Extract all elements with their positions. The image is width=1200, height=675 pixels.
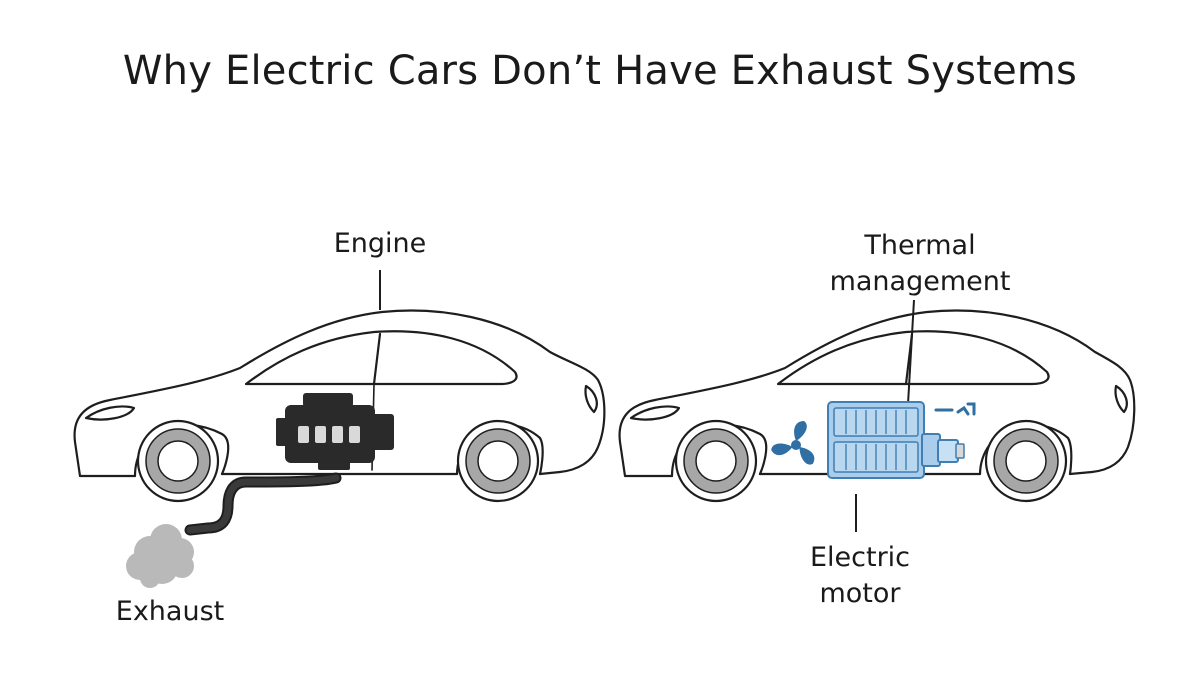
exhaust-label-text: Exhaust [115, 596, 225, 627]
exhaust-label: Exhaust [95, 594, 245, 630]
coolant-flow-icon [934, 402, 976, 416]
right-car-rear-wheel [984, 419, 1068, 503]
electric-motor-label: Electric motor [780, 540, 940, 612]
motor-label-line2: motor [819, 578, 901, 609]
left-car-taillight [584, 384, 598, 414]
engine-label-text: Engine [333, 228, 427, 259]
right-car-headlight [629, 405, 681, 421]
left-car-front-wheel [136, 419, 220, 503]
engine-icon [276, 393, 394, 470]
exhaust-pipe [184, 472, 342, 536]
thermal-label-line2: management [829, 266, 1011, 297]
left-car-headlight [84, 405, 136, 421]
right-car-taillight [1114, 384, 1128, 414]
motor-label-line1: Electric [809, 542, 911, 573]
page-title: Why Electric Cars Don’t Have Exhaust Sys… [122, 48, 1078, 94]
left-car-rear-wheel [456, 419, 540, 503]
right-car-front-wheel [674, 419, 758, 503]
right-car-window [776, 330, 1050, 386]
battery-motor-icon [827, 401, 965, 479]
thermal-leader-line [907, 299, 915, 405]
smoke-cloud-icon [126, 524, 194, 588]
left-car-window [244, 330, 518, 386]
engine-label: Engine [300, 226, 460, 262]
fan-icon [771, 421, 815, 465]
thermal-label-line1: Thermal [864, 230, 976, 261]
thermal-management-label: Thermal management [800, 228, 1040, 300]
